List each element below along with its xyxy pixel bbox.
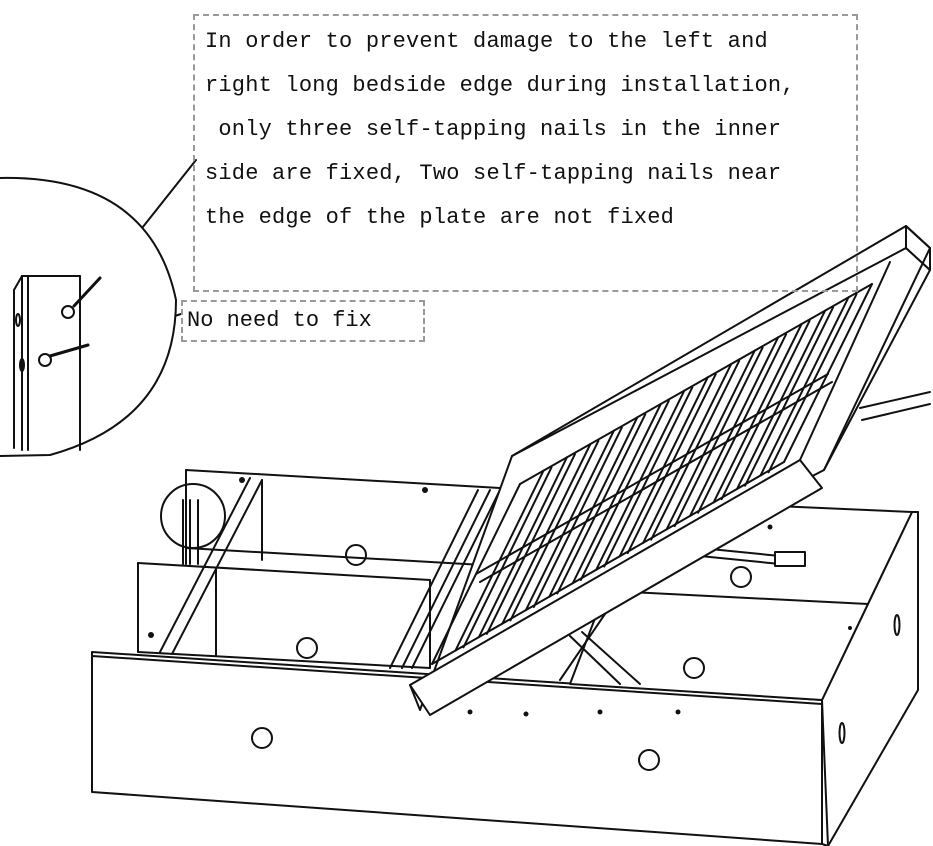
slat-edge bbox=[665, 349, 756, 531]
headboard-inner-panel bbox=[185, 469, 501, 567]
slat-edge bbox=[720, 319, 811, 501]
slat-edge bbox=[595, 389, 686, 571]
slat-edge bbox=[689, 336, 780, 517]
slat-edge bbox=[767, 293, 858, 474]
slat-edge bbox=[501, 443, 592, 625]
slat-edge bbox=[477, 456, 568, 639]
slat-edge bbox=[454, 469, 545, 652]
platform-slats bbox=[454, 293, 858, 652]
slat-edge bbox=[650, 359, 741, 541]
slat-edge bbox=[626, 373, 717, 555]
slat-edge bbox=[618, 376, 709, 558]
middle-cross-panel bbox=[137, 562, 431, 669]
installation-note: In order to prevent damage to the left a… bbox=[205, 29, 795, 230]
slat-edge bbox=[509, 439, 600, 622]
slat-edge bbox=[462, 466, 553, 649]
slat-edge bbox=[571, 403, 662, 585]
slat-edge bbox=[697, 333, 788, 514]
diagonal-rails bbox=[159, 477, 501, 669]
gas-lift-strut bbox=[569, 391, 931, 685]
no-fix-label: No need to fix bbox=[187, 308, 372, 333]
slat-edge bbox=[744, 306, 835, 487]
detail-magnifier bbox=[0, 176, 177, 457]
slat-edge bbox=[556, 413, 647, 595]
slat-edge bbox=[603, 386, 694, 568]
detail-location-circle bbox=[160, 483, 226, 565]
slat-edge bbox=[759, 296, 850, 477]
slat-edge bbox=[673, 346, 764, 528]
small-dots bbox=[148, 477, 852, 717]
slat-edge bbox=[548, 416, 639, 598]
slat-edge bbox=[524, 429, 615, 612]
slat-edge bbox=[485, 453, 576, 635]
panel-holes bbox=[251, 544, 752, 771]
slat-edge bbox=[532, 426, 623, 608]
slat-edge bbox=[579, 399, 670, 581]
installation-note-box bbox=[193, 14, 858, 292]
slat-edge bbox=[736, 309, 827, 490]
no-fix-label-box bbox=[181, 300, 425, 342]
slat-edge bbox=[642, 363, 733, 544]
slat-edge bbox=[712, 323, 803, 504]
